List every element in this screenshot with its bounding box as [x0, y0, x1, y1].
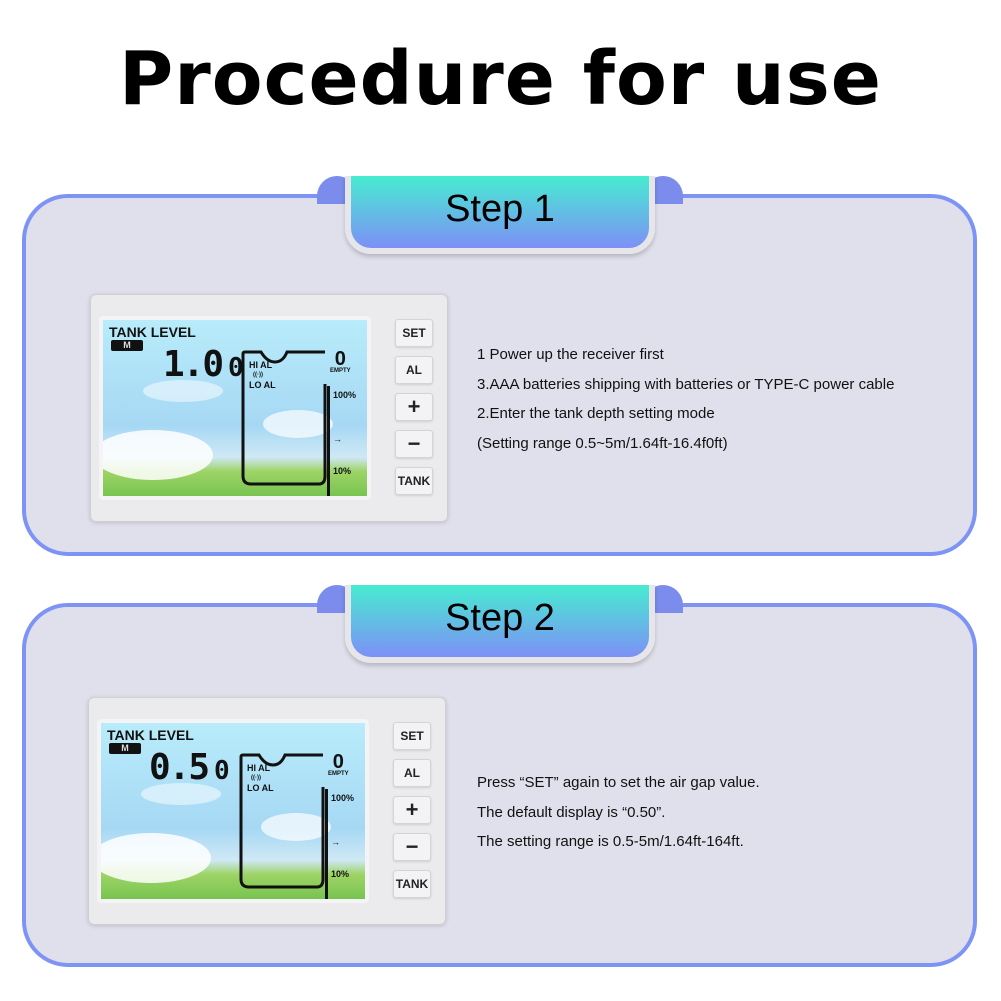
lo-al: LO AL: [247, 783, 274, 793]
alarm-icon: ((·)): [251, 775, 261, 781]
tank-outline-icon: [239, 753, 325, 889]
unit-badge: M: [111, 340, 143, 351]
empty-digit: 0: [334, 348, 346, 370]
reading-small: 0: [228, 353, 244, 383]
level-scale: [325, 789, 328, 899]
desc-line: (Setting range 0.5~5m/1.64ft-16.4f0ft): [477, 434, 728, 452]
desc-line: 2.Enter the tank depth setting mode: [477, 405, 715, 422]
step-1-description: 1 Power up the receiver first 3.AAA batt…: [477, 340, 894, 458]
empty-label: EMPTY: [330, 368, 351, 374]
al-button[interactable]: AL: [395, 356, 433, 384]
step-2-description: Press “SET” again to set the air gap val…: [477, 768, 760, 857]
minus-button[interactable]: −: [393, 833, 431, 861]
tick-top: 100%: [331, 793, 355, 803]
tick-top: 100%: [333, 390, 357, 400]
tab-body: Step 1: [345, 176, 655, 254]
plus-button[interactable]: +: [395, 393, 433, 421]
tick-mid: →: [333, 434, 342, 444]
plus-button[interactable]: +: [393, 796, 431, 824]
lo-al: LO AL: [249, 380, 276, 390]
cloud: [143, 380, 223, 402]
set-button[interactable]: SET: [395, 319, 433, 347]
alarm-labels: HI AL ((·)) LO AL: [247, 763, 274, 793]
cloud: [263, 410, 333, 438]
button-column: SET AL + − TANK: [393, 722, 431, 907]
desc-line: 3.AAA batteries shipping with batteries …: [477, 375, 895, 393]
cloud: [261, 813, 331, 841]
tick-bottom: 10%: [333, 466, 352, 476]
empty-digit: 0: [332, 751, 344, 773]
reading-main: 0.5: [149, 747, 210, 788]
unit-badge: M: [109, 743, 141, 754]
set-button[interactable]: SET: [393, 722, 431, 750]
step-2-tab: Step 2: [317, 585, 683, 663]
tab-body: Step 2: [345, 585, 655, 663]
step-2-label: Step 2: [445, 596, 555, 639]
lcd-label: TANK LEVEL: [109, 324, 196, 340]
cloud: [101, 833, 211, 883]
desc-line: Press “SET” again to set the air gap val…: [477, 774, 760, 791]
desc-line: The default display is “0.50”.: [477, 803, 666, 821]
reading-main: 1.0: [163, 344, 224, 385]
tick-bottom: 10%: [331, 869, 350, 879]
button-column: SET AL + − TANK: [395, 319, 433, 504]
tank-button[interactable]: TANK: [395, 467, 433, 495]
level-scale: [327, 386, 330, 496]
cloud: [141, 783, 221, 805]
desc-line: 1 Power up the receiver first: [477, 346, 664, 363]
hi-al: HI AL: [249, 360, 273, 370]
alarm-icon: ((·)): [253, 372, 263, 378]
tank-button[interactable]: TANK: [393, 870, 431, 898]
step-1-label: Step 1: [445, 187, 555, 230]
tick-mid: →: [331, 837, 340, 847]
empty-label: EMPTY: [328, 771, 349, 777]
step-1-tab: Step 1: [317, 176, 683, 254]
desc-line: The setting range is 0.5-5m/1.64ft-164ft…: [477, 833, 744, 850]
reading-small: 0: [214, 756, 230, 786]
page-title: Procedure for use: [119, 36, 882, 122]
cloud: [103, 430, 213, 480]
lcd-label: TANK LEVEL: [107, 727, 194, 743]
alarm-labels: HI AL ((·)) LO AL: [249, 360, 276, 390]
minus-button[interactable]: −: [395, 430, 433, 458]
hi-al: HI AL: [247, 763, 271, 773]
tank-outline-icon: [241, 350, 327, 486]
al-button[interactable]: AL: [393, 759, 431, 787]
